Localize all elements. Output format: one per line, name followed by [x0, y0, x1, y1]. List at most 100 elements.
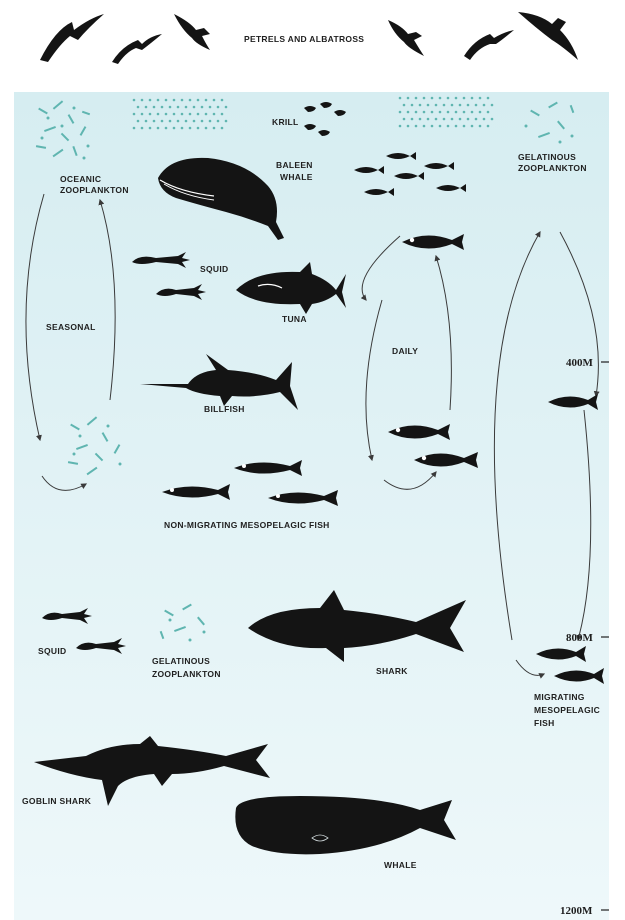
gelatinous-bottom-label-2: ZOOPLANKTON: [152, 669, 221, 679]
krill-dot: [217, 120, 220, 123]
krill-dot: [443, 104, 446, 107]
krill-dot: [475, 104, 478, 107]
krill-dot: [205, 99, 208, 102]
krill-dot: [447, 111, 450, 114]
krill-dot: [399, 111, 402, 114]
krill-dot: [141, 99, 144, 102]
krill-dot: [177, 120, 180, 123]
krill-dot: [487, 97, 490, 100]
krill-dot: [189, 99, 192, 102]
krill-dot: [415, 97, 418, 100]
seasonal-label: SEASONAL: [46, 322, 96, 332]
krill-dot: [491, 118, 494, 121]
krill-dot: [439, 111, 442, 114]
krill-dot: [399, 97, 402, 100]
krill-dot: [459, 104, 462, 107]
krill-dot: [439, 125, 442, 128]
krill-dot: [403, 118, 406, 121]
krill-dot: [225, 106, 228, 109]
baleen-whale-label-1: BALEEN: [276, 160, 313, 170]
migrating-label-1: MIGRATING: [534, 692, 585, 702]
migrating-label-3: FISH: [534, 718, 555, 728]
krill-dot: [209, 120, 212, 123]
krill-dot: [189, 127, 192, 130]
tuna-label: TUNA: [282, 314, 307, 324]
krill-dot: [487, 125, 490, 128]
krill-dot: [407, 97, 410, 100]
krill-dot: [173, 99, 176, 102]
krill-dot: [479, 97, 482, 100]
krill-dot: [173, 113, 176, 116]
krill-dot: [217, 106, 220, 109]
krill-dot: [411, 104, 414, 107]
krill-dot: [447, 125, 450, 128]
krill-dot: [181, 99, 184, 102]
goblin-shark-label: GOBLIN SHARK: [22, 796, 92, 806]
krill-dot: [443, 118, 446, 121]
krill-dot: [161, 120, 164, 123]
oceanic-zooplankton-label-2: ZOOPLANKTON: [60, 185, 129, 195]
daily-label: DAILY: [392, 346, 418, 356]
krill-dot: [185, 106, 188, 109]
krill-dot: [181, 127, 184, 130]
krill-dot: [169, 120, 172, 123]
krill-dot: [197, 127, 200, 130]
petrel-icon: [112, 34, 162, 64]
shark-label: SHARK: [376, 666, 408, 676]
krill-dot: [157, 127, 160, 130]
krill-dot: [193, 120, 196, 123]
krill-dot: [475, 118, 478, 121]
krill-dot: [133, 99, 136, 102]
krill-dot: [165, 113, 168, 116]
krill-dot: [181, 113, 184, 116]
krill-dot: [209, 106, 212, 109]
krill-dot: [463, 97, 466, 100]
krill-dot: [407, 125, 410, 128]
krill-dot: [491, 104, 494, 107]
krill-dot: [415, 125, 418, 128]
albatross-icon: [388, 20, 424, 56]
krill-dot: [423, 111, 426, 114]
seabirds: PETRELS AND ALBATROSS: [40, 12, 578, 64]
krill-dot: [431, 111, 434, 114]
krill-dot: [423, 97, 426, 100]
petrels-label: PETRELS AND ALBATROSS: [244, 34, 364, 44]
krill-dot: [221, 99, 224, 102]
krill-dot: [431, 125, 434, 128]
krill-dot: [173, 127, 176, 130]
krill-dot: [403, 104, 406, 107]
krill-dot: [149, 99, 152, 102]
krill-dot: [205, 113, 208, 116]
krill-dot: [153, 106, 156, 109]
krill-dot: [149, 127, 152, 130]
krill-dot: [451, 104, 454, 107]
krill-dot: [161, 106, 164, 109]
krill-dot: [467, 118, 470, 121]
squid-top-label: SQUID: [200, 264, 228, 274]
depth-1200: 1200M: [560, 905, 593, 917]
oceanic-zooplankton-label-1: OCEANIC: [60, 174, 101, 184]
krill-dot: [447, 97, 450, 100]
krill-dot: [205, 127, 208, 130]
krill-dot: [177, 106, 180, 109]
krill-dot: [435, 118, 438, 121]
ocean-background: [14, 92, 609, 920]
krill-dot: [455, 111, 458, 114]
krill-dot: [185, 120, 188, 123]
krill-dot: [463, 125, 466, 128]
krill-dot: [423, 125, 426, 128]
non-migrating-label: NON-MIGRATING MESOPELAGIC FISH: [164, 520, 330, 530]
krill-dot: [193, 106, 196, 109]
krill-dot: [471, 125, 474, 128]
krill-dot: [459, 118, 462, 121]
krill-dot: [487, 111, 490, 114]
gelatinous-top-label-1: GELATINOUS: [518, 152, 576, 162]
krill-dot: [137, 106, 140, 109]
krill-dot: [145, 120, 148, 123]
krill-dot: [435, 104, 438, 107]
krill-dot: [153, 120, 156, 123]
krill-dot: [455, 97, 458, 100]
krill-dot: [415, 111, 418, 114]
krill-dot: [157, 113, 160, 116]
